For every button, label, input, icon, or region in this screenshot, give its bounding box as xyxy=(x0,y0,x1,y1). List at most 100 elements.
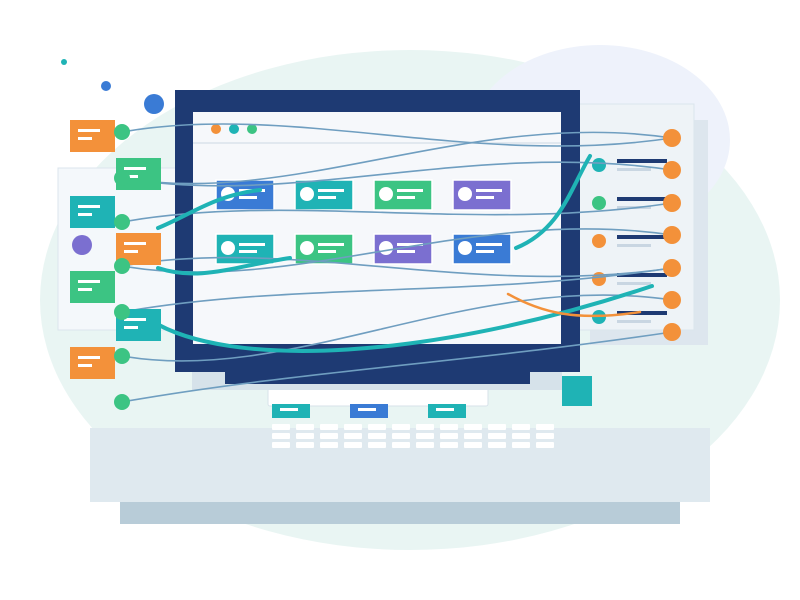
window-dot-icon xyxy=(229,124,239,134)
circle-node-icon xyxy=(114,124,130,140)
note-line xyxy=(78,280,100,283)
keyboard-key xyxy=(440,424,458,430)
card-line xyxy=(476,189,502,192)
circle-node-icon xyxy=(114,348,130,364)
purple-dot-icon xyxy=(72,235,92,255)
window-dots xyxy=(211,124,257,134)
circle-node-icon xyxy=(114,304,130,320)
keyboard-key xyxy=(536,442,554,448)
card-line xyxy=(239,243,265,246)
window-dot-icon xyxy=(211,124,221,134)
note-line xyxy=(78,137,92,140)
keyboard-key xyxy=(344,424,362,430)
keyboard-key xyxy=(392,424,410,430)
circle-node-icon xyxy=(114,394,130,410)
ribbon-curve-orange xyxy=(506,292,642,318)
square-accent xyxy=(562,376,592,406)
ribbon-curve xyxy=(514,154,592,250)
left-nodes xyxy=(114,124,130,410)
circle-node-icon xyxy=(663,291,681,309)
connection-line xyxy=(121,294,673,362)
list-line xyxy=(617,311,667,315)
note-card-icon xyxy=(116,233,161,265)
card-avatar-icon xyxy=(300,241,314,255)
connection-line xyxy=(121,256,673,278)
note-line xyxy=(78,356,100,359)
keyboard-key xyxy=(296,442,314,448)
card-line xyxy=(318,243,344,246)
note-card-icon xyxy=(70,347,115,379)
note-card-icon xyxy=(70,271,115,303)
note-card-body xyxy=(70,196,115,228)
keyboard-key xyxy=(536,424,554,430)
keyboard-key xyxy=(536,433,554,439)
monitor-screen xyxy=(193,112,561,344)
keyboard-key xyxy=(296,424,314,430)
note-line xyxy=(124,318,146,321)
card-avatar-icon xyxy=(221,241,235,255)
note-card-icon xyxy=(70,120,115,152)
circle-node-icon xyxy=(663,226,681,244)
keyboard-key xyxy=(488,424,506,430)
keyboard-key xyxy=(320,442,338,448)
keyboard-key xyxy=(464,424,482,430)
list-dot-icon xyxy=(592,158,606,172)
card-line xyxy=(318,196,336,199)
tray-tabs xyxy=(272,404,466,418)
note-line xyxy=(124,250,138,253)
note-line xyxy=(78,364,92,367)
keyboard-key xyxy=(440,442,458,448)
keyboard-key xyxy=(272,424,290,430)
screen-card xyxy=(215,233,275,265)
keyboard-key xyxy=(368,442,386,448)
note-line xyxy=(78,213,92,216)
note-line xyxy=(78,205,100,208)
card-line xyxy=(318,189,344,192)
list-line xyxy=(617,273,667,277)
keyboard-key xyxy=(272,433,290,439)
note-line xyxy=(78,288,92,291)
card-line xyxy=(397,189,423,192)
right-nodes xyxy=(663,129,681,341)
card-line xyxy=(397,250,415,253)
screen-card xyxy=(452,179,512,211)
connection-line xyxy=(121,331,673,403)
desk-shadow xyxy=(120,500,680,524)
list-line xyxy=(617,244,651,247)
screen-card-body xyxy=(294,233,354,265)
tray-tab-line xyxy=(358,408,376,411)
list-dot-icon xyxy=(592,234,606,248)
connection-line xyxy=(121,267,673,313)
screen-card xyxy=(373,179,433,211)
keyboard-key xyxy=(272,442,290,448)
note-line xyxy=(124,175,138,178)
circle-node-icon xyxy=(114,214,130,230)
note-card-body xyxy=(70,271,115,303)
card-line xyxy=(239,250,257,253)
keyboard-key xyxy=(344,442,362,448)
keyboard-key xyxy=(392,442,410,448)
floating-dots xyxy=(61,59,164,114)
keyboard-key xyxy=(464,433,482,439)
list-line xyxy=(617,197,667,201)
card-line xyxy=(239,196,257,199)
card-avatar-icon xyxy=(379,241,393,255)
card-avatar-icon xyxy=(458,187,472,201)
tray-tab-line xyxy=(280,408,298,411)
keyboard-key xyxy=(488,442,506,448)
card-line xyxy=(397,243,423,246)
card-line xyxy=(318,250,336,253)
connection-line xyxy=(121,161,673,187)
card-avatar-icon xyxy=(379,187,393,201)
keyboard-key xyxy=(344,433,362,439)
keyboard-key xyxy=(440,433,458,439)
window-dot-icon xyxy=(247,124,257,134)
keyboard-key xyxy=(392,433,410,439)
ribbon-curve xyxy=(156,256,292,276)
keyboard-key xyxy=(368,424,386,430)
card-line xyxy=(476,250,494,253)
screen-card xyxy=(294,233,354,265)
list-line xyxy=(617,235,667,239)
circle-node-icon xyxy=(663,259,681,277)
